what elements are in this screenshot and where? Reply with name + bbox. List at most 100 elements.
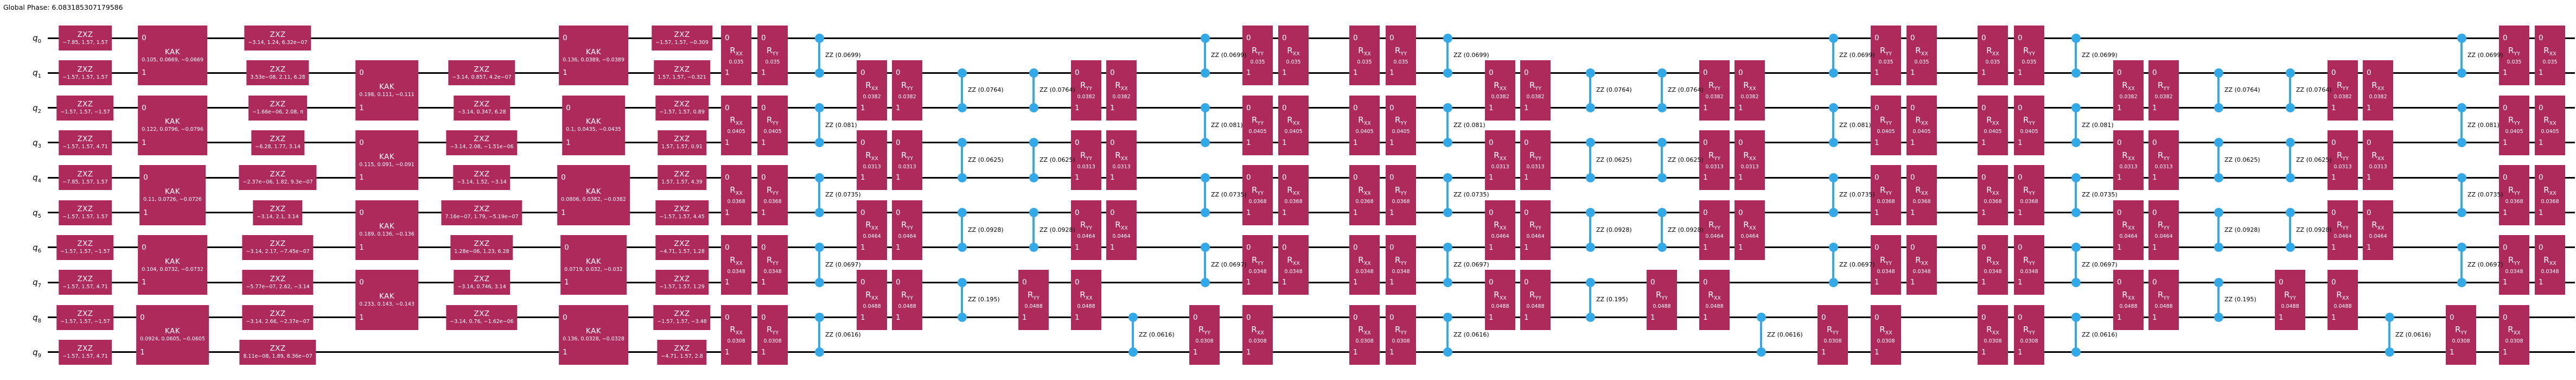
qubit-port-label: 0 bbox=[1524, 138, 1529, 147]
rzz-control-dot bbox=[1029, 138, 1038, 148]
rzz-control-dot bbox=[814, 173, 824, 182]
qubit-port-label: 0 bbox=[1703, 138, 1708, 147]
gate-params: 0.0488 bbox=[1024, 303, 1043, 309]
qubit-port-label: 1 bbox=[1981, 208, 1986, 217]
rzz-control-dot bbox=[1828, 138, 1838, 148]
qubit-port-label: 0 bbox=[725, 173, 730, 182]
rzz-control-dot bbox=[814, 103, 824, 113]
gate-params: 0.105, 0.0669, −0.0669 bbox=[142, 56, 203, 63]
gate-params: 0.035 bbox=[1914, 59, 1929, 65]
gate-name: ZXZ bbox=[270, 205, 286, 214]
rzz-connector bbox=[1032, 212, 1035, 248]
gate-name: RYY bbox=[2157, 80, 2170, 92]
rzz-label: ZZ (0.0699) bbox=[1211, 52, 1247, 59]
gate-name: RXX bbox=[1494, 289, 1507, 301]
gate-name: ZXZ bbox=[77, 344, 93, 353]
rzz-control-dot bbox=[1828, 243, 1838, 252]
rzz-control-dot bbox=[1657, 243, 1667, 252]
gate-name: RYY bbox=[766, 115, 779, 127]
qubit-port-label: 1 bbox=[1075, 103, 1080, 112]
qubit-port-label: 1 bbox=[725, 278, 730, 287]
gate-name: ZXZ bbox=[77, 100, 93, 109]
gate-name: RYY bbox=[1529, 289, 1542, 301]
gate-name: RYY bbox=[1251, 45, 1264, 57]
rzz-label: ZZ (0.0928) bbox=[1040, 226, 1075, 233]
qubit-port-label: 1 bbox=[2117, 103, 2122, 112]
gate-name: RXX bbox=[2508, 325, 2521, 337]
rzz-label: ZZ (0.081) bbox=[2467, 121, 2500, 129]
gate-name: RYY bbox=[766, 45, 779, 57]
rzz-control-dot bbox=[1200, 277, 1210, 287]
gate-name: RXX bbox=[1494, 150, 1507, 162]
gate-params: 0.0488 bbox=[2119, 303, 2138, 309]
rzz-label: ZZ (0.0928) bbox=[1596, 226, 1632, 233]
gate-params: 0.0308 bbox=[1195, 338, 1214, 345]
qubit-port-label: 1 bbox=[2539, 68, 2543, 78]
qubit-port-label: 1 bbox=[1075, 243, 1080, 252]
qubit-port-label: 1 bbox=[1389, 138, 1394, 147]
rzz-label: ZZ (0.0764) bbox=[968, 86, 1004, 94]
zxz-gate: ZXZ−1.57, 1.57, 1.57 bbox=[59, 60, 112, 86]
rzz-label: ZZ (0.0616) bbox=[1139, 331, 1175, 338]
gate-name: RXX bbox=[2371, 80, 2384, 92]
qubit-port-label: 1 bbox=[860, 313, 865, 322]
rzz-control-dot bbox=[957, 138, 967, 148]
gate-params: 0.035 bbox=[1393, 59, 1408, 65]
qubit-port-label: 0 bbox=[1075, 208, 1080, 217]
gate-name: RXX bbox=[1915, 255, 1928, 267]
zxz-gate: ZXZ−1.57, 1.57, −1.57 bbox=[56, 235, 114, 260]
gate-name: RYY bbox=[901, 220, 914, 232]
gate-params: 0.0368 bbox=[1984, 198, 2002, 205]
qubit-port-label: 0 bbox=[1821, 313, 1826, 322]
qubit-port-label: 1 bbox=[1075, 313, 1080, 322]
gate-params: 0.0405 bbox=[1392, 129, 1410, 135]
gate-name: ZXZ bbox=[77, 169, 93, 179]
qubit-port-label: 1 bbox=[2367, 243, 2371, 252]
rzz-label: ZZ (0.0764) bbox=[1668, 86, 1704, 94]
rzz-connector bbox=[2075, 317, 2077, 352]
gate-params: −4.71, 1.57, 1.28 bbox=[659, 249, 705, 255]
gate-params: 1.57, 1.57, 4.39 bbox=[661, 179, 703, 185]
qubit-port-label: 1 bbox=[2503, 278, 2508, 287]
rzz-control-dot bbox=[814, 347, 824, 357]
gate-params: 0.0464 bbox=[1740, 233, 1759, 240]
gate-params: 0.0313 bbox=[2369, 163, 2387, 170]
rzz-label: ZZ (0.0699) bbox=[2467, 52, 2503, 59]
rzz-label: ZZ (0.0928) bbox=[2224, 226, 2260, 233]
gate-params: 8.11e−08, 1.89, 8.36e−07 bbox=[243, 353, 313, 360]
gate-params: 0.0308 bbox=[2020, 338, 2038, 345]
qubit-port-label: 0 bbox=[896, 138, 901, 147]
rzz-control-dot bbox=[1585, 138, 1595, 148]
rzz-control-dot bbox=[2214, 277, 2223, 287]
qubit-port-label: 0 bbox=[1874, 103, 1879, 112]
rzz-control-dot bbox=[2071, 173, 2081, 182]
gate-name: ZXZ bbox=[77, 205, 93, 214]
qubit-port-label: 1 bbox=[359, 313, 364, 322]
gate-params: 0.0464 bbox=[898, 233, 916, 240]
gate-params: 0.0405 bbox=[763, 129, 782, 135]
gate-name: RYY bbox=[2023, 115, 2036, 127]
gate-name: RYY bbox=[2508, 45, 2521, 57]
qubit-port-label: 0 bbox=[2279, 278, 2284, 287]
rzz-connector bbox=[1832, 247, 1834, 283]
gate-params: 0.0313 bbox=[1740, 163, 1759, 170]
rzz-control-dot bbox=[814, 313, 824, 322]
gate-params: 0.0348 bbox=[1912, 268, 1931, 275]
gate-params: 0.0348 bbox=[727, 268, 745, 275]
qubit-port-label: 0 bbox=[896, 68, 901, 78]
qubit-port-label: 0 bbox=[896, 278, 901, 287]
qubit-port-label: 1 bbox=[860, 243, 865, 252]
qubit-port-label: 1 bbox=[1489, 103, 1494, 112]
gate-params: −1.57, 1.57, 4.71 bbox=[62, 283, 108, 290]
